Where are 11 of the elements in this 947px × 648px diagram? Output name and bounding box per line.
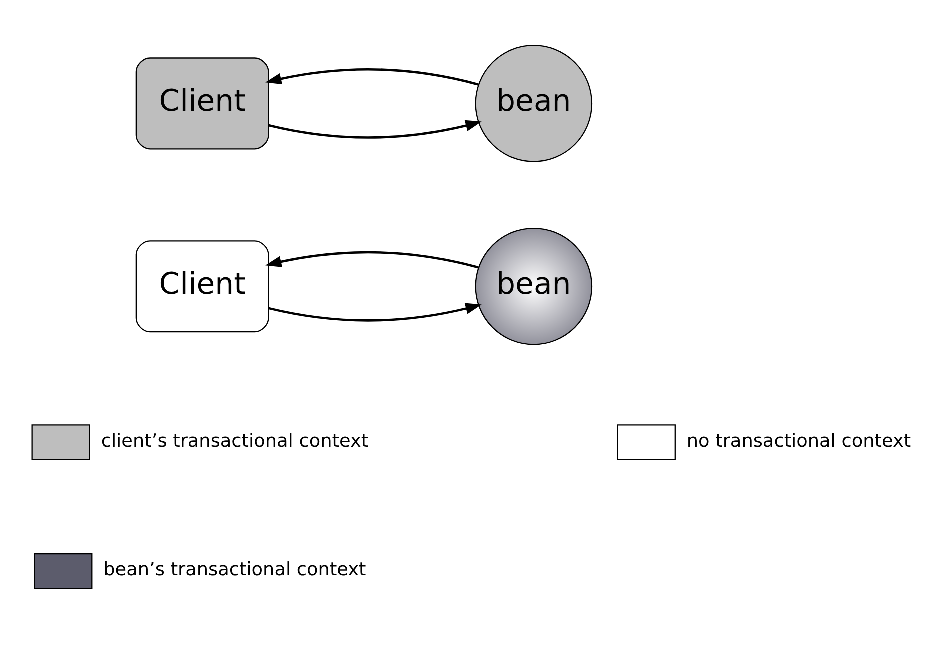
node-circle: bean — [475, 228, 593, 346]
arrow — [266, 251, 479, 269]
arrow — [268, 120, 482, 139]
arrow — [266, 68, 479, 86]
node-box: Client — [136, 58, 270, 150]
arrow — [268, 303, 482, 322]
node-circle: bean — [475, 45, 593, 162]
legend-label: client’s transactional context — [101, 430, 369, 452]
legend-label: no transactional context — [686, 430, 912, 452]
node-box: Client — [136, 240, 270, 333]
legend-label: bean’s transactional context — [104, 560, 366, 581]
